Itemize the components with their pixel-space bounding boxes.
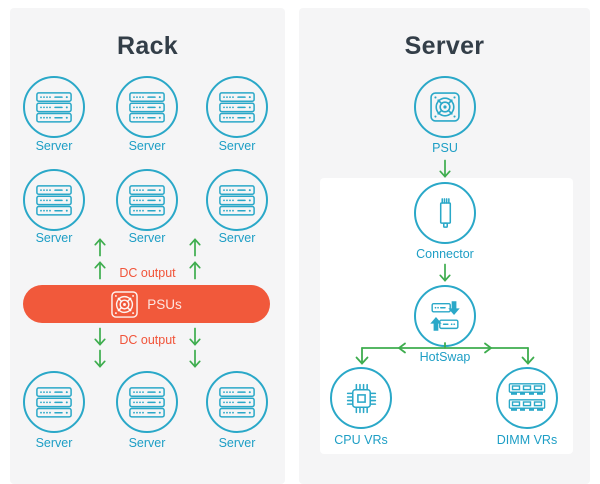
arrow-down-icon bbox=[438, 159, 452, 178]
psu-fan-icon bbox=[430, 92, 460, 122]
rack-panel: Rack Server Server Server Server Server … bbox=[10, 8, 285, 484]
server-icon bbox=[36, 185, 72, 216]
server-icon bbox=[36, 92, 72, 123]
psus-bar: PSUs bbox=[23, 285, 270, 323]
server-panel: Server PSU Connector bbox=[299, 8, 590, 484]
psus-bar-label: PSUs bbox=[147, 296, 182, 312]
server-node bbox=[206, 169, 268, 231]
dimm-vrs-node-label: DIMM VRs bbox=[496, 433, 558, 447]
server-node bbox=[116, 169, 178, 231]
server-icon bbox=[36, 387, 72, 418]
hotswap-node-label: HotSwap bbox=[419, 350, 471, 364]
dimm-memory-icon bbox=[508, 383, 546, 414]
cpu-vrs-node-label: CPU VRs bbox=[334, 433, 388, 447]
server-icon bbox=[219, 92, 255, 123]
connector-node bbox=[414, 182, 476, 244]
server-icon bbox=[219, 387, 255, 418]
cpu-vrs-node bbox=[330, 367, 392, 429]
arrow-up-icon bbox=[188, 238, 202, 257]
psu-fan-icon bbox=[111, 291, 138, 318]
server-node bbox=[116, 76, 178, 138]
psu-node-label: PSU bbox=[432, 141, 458, 155]
server-node-label: Server bbox=[218, 139, 256, 153]
connector-node-label: Connector bbox=[416, 247, 474, 261]
branch-connector-lines bbox=[355, 342, 535, 365]
arrow-down-icon bbox=[93, 349, 107, 368]
server-node bbox=[206, 76, 268, 138]
server-node-label: Server bbox=[218, 436, 256, 450]
server-icon bbox=[219, 185, 255, 216]
server-node bbox=[116, 371, 178, 433]
hotswap-icon bbox=[426, 297, 464, 335]
server-node bbox=[206, 371, 268, 433]
dc-output-top-label: DC output bbox=[119, 266, 176, 280]
server-node-label: Server bbox=[35, 231, 73, 245]
arrow-down-icon bbox=[438, 263, 452, 282]
server-node-label: Server bbox=[218, 231, 256, 245]
server-node bbox=[23, 371, 85, 433]
hotswap-node bbox=[414, 285, 476, 347]
server-node-label: Server bbox=[128, 139, 166, 153]
arrow-up-icon bbox=[93, 238, 107, 257]
server-node-label: Server bbox=[35, 436, 73, 450]
server-icon bbox=[129, 185, 165, 216]
arrow-down-icon bbox=[188, 349, 202, 368]
cpu-chip-icon bbox=[343, 380, 380, 417]
dimm-vrs-node bbox=[496, 367, 558, 429]
server-node bbox=[23, 76, 85, 138]
server-icon bbox=[129, 92, 165, 123]
server-title: Server bbox=[404, 32, 485, 60]
server-node-label: Server bbox=[128, 231, 166, 245]
server-node-label: Server bbox=[35, 139, 73, 153]
psu-node bbox=[414, 76, 476, 138]
server-node bbox=[23, 169, 85, 231]
dc-output-bottom-label: DC output bbox=[119, 333, 176, 347]
connector-icon bbox=[434, 197, 457, 230]
server-node-label: Server bbox=[128, 436, 166, 450]
server-icon bbox=[129, 387, 165, 418]
rack-title: Rack bbox=[117, 32, 178, 60]
